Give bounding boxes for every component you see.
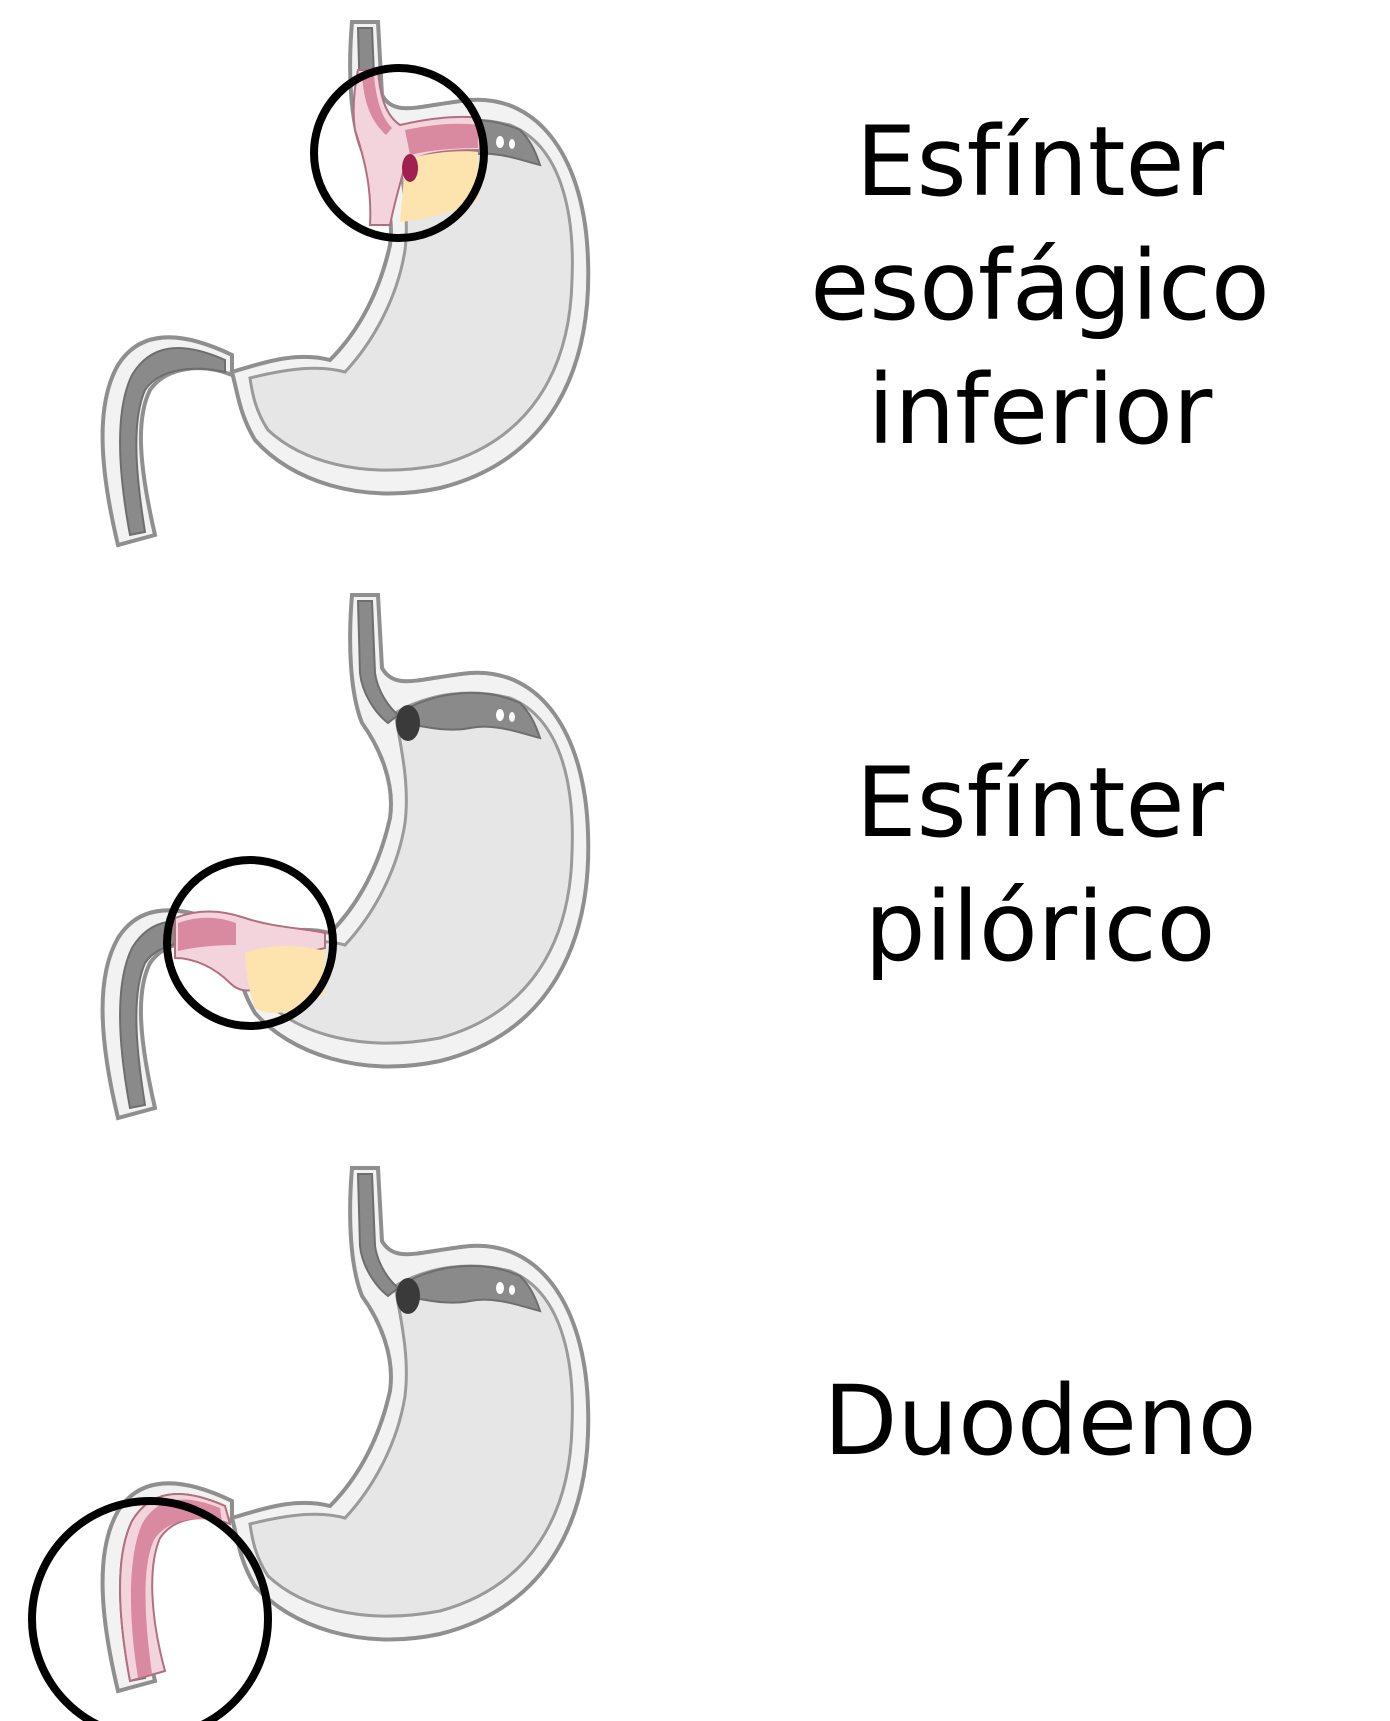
label-line: Esfínter: [855, 106, 1225, 218]
panel-lower-esophageal-sphincter: Esfínter esofágico inferior: [0, 0, 1390, 573]
highlight-circle: [310, 64, 488, 242]
label-line: Duodeno: [823, 1365, 1257, 1477]
pyloric-lumen-highlight: [178, 917, 236, 951]
sphincter-knot: [396, 1278, 420, 1314]
stomach-illustration: [28, 1166, 591, 1721]
stomach-illustration: [100, 593, 591, 1120]
sphincter-knot: [396, 705, 420, 741]
duodenum-lumen-highlight: [130, 1499, 222, 1678]
sphincter-yellow: [245, 946, 325, 1013]
label-line: esofágico: [810, 230, 1270, 342]
label-pyloric: Esfínter pilórico: [720, 741, 1360, 989]
label-duodenum: Duodeno: [720, 1359, 1360, 1483]
label-line: pilórico: [864, 871, 1216, 983]
sphincter-knot: [402, 154, 418, 182]
highlight-circle: [28, 1497, 272, 1721]
panel-pyloric-sphincter: Esfínter pilórico: [0, 573, 1390, 1146]
highlight-circle: [163, 856, 337, 1030]
label-line: Esfínter: [855, 747, 1225, 859]
label-les: Esfínter esofágico inferior: [720, 100, 1360, 472]
fundus-highlight: [405, 123, 478, 155]
panel-duodenum: Duodeno: [0, 1146, 1390, 1721]
label-line: inferior: [867, 354, 1213, 466]
sphincter-yellow: [400, 151, 478, 222]
esophagus-lumen-highlight: [362, 75, 392, 135]
stomach-illustration: [100, 20, 591, 547]
